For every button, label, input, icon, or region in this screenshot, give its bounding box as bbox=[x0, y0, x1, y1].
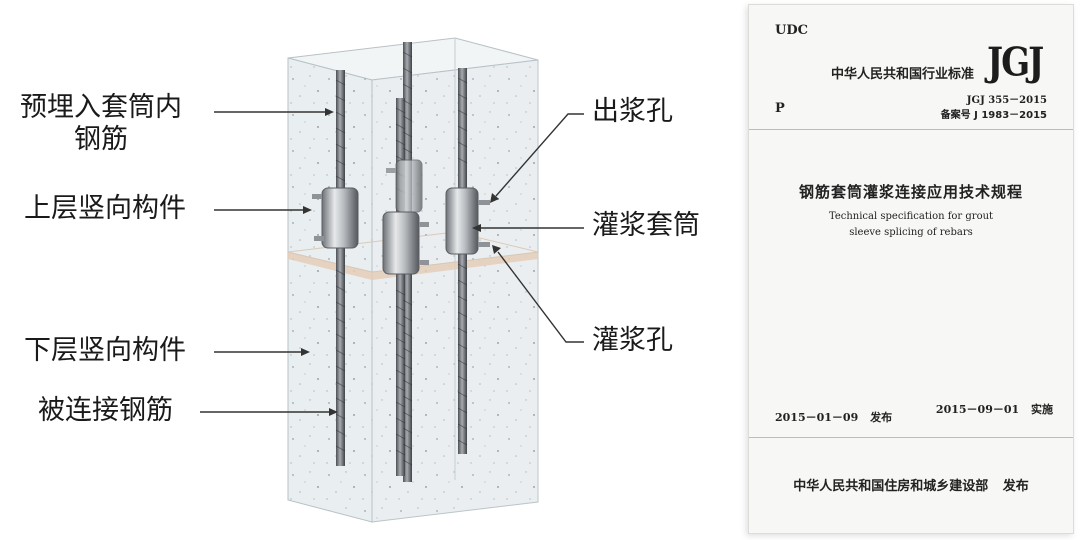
cover-rule-top bbox=[749, 129, 1073, 130]
label-embedded-rebar: 预埋入套筒内 钢筋 bbox=[20, 92, 182, 156]
grout-sleeve bbox=[445, 187, 490, 255]
title-english-line1: Technical specification for grout bbox=[828, 211, 994, 222]
grout-sleeves bbox=[312, 159, 490, 275]
label-grout-sleeve: 灌浆套筒 bbox=[592, 210, 700, 241]
label-outlet-hole: 出浆孔 bbox=[592, 96, 673, 127]
standard-code: JGJ 355－2015 bbox=[966, 95, 1047, 106]
grout-sleeve bbox=[386, 159, 423, 213]
standard-cover: UDC 中华人民共和国行业标准 JGJ P JGJ 355－2015 备案号 J… bbox=[748, 4, 1074, 534]
leader-grout-hole bbox=[497, 251, 584, 343]
rebar-ribs bbox=[457, 77, 468, 446]
rebar bbox=[396, 98, 405, 476]
issuer: 中华人民共和国住房和城乡建设部 发布 bbox=[793, 479, 1029, 494]
standard-category-title: 中华人民共和国行业标准 bbox=[831, 67, 975, 82]
leader-lines bbox=[200, 108, 584, 416]
publish-date: 2015－01－09 发布 bbox=[775, 411, 893, 424]
joint-layer bbox=[288, 252, 538, 280]
title-chinese: 钢筋套筒灌浆连接应用技术规程 bbox=[798, 183, 1023, 201]
grout-sleeve-diagram bbox=[200, 37, 584, 523]
udc-label: UDC bbox=[775, 23, 808, 38]
title-english-line2: sleeve splicing of rebars bbox=[849, 227, 973, 238]
label-lower-member: 下层竖向构件 bbox=[24, 335, 186, 366]
label-grout-hole: 灌浆孔 bbox=[592, 325, 673, 356]
rebar bbox=[458, 68, 467, 454]
effective-date: 2015－09－01 实施 bbox=[935, 403, 1053, 416]
category-letter: P bbox=[775, 101, 785, 116]
label-connected-rebar: 被连接钢筋 bbox=[38, 395, 173, 426]
rebar-ribs bbox=[402, 51, 413, 466]
jgj-logo: JGJ bbox=[987, 40, 1044, 86]
label-upper-member: 上层竖向构件 bbox=[24, 193, 186, 224]
leader-outlet-hole bbox=[495, 113, 584, 197]
filing-number: 备案号 J 1983－2015 bbox=[940, 110, 1047, 121]
grout-sleeve bbox=[382, 211, 429, 275]
rebar bbox=[336, 70, 345, 466]
cover-rule-bottom bbox=[749, 437, 1073, 438]
column-left-face bbox=[287, 57, 373, 523]
grout-sleeve bbox=[312, 187, 359, 249]
rebar-ribs bbox=[335, 79, 346, 452]
